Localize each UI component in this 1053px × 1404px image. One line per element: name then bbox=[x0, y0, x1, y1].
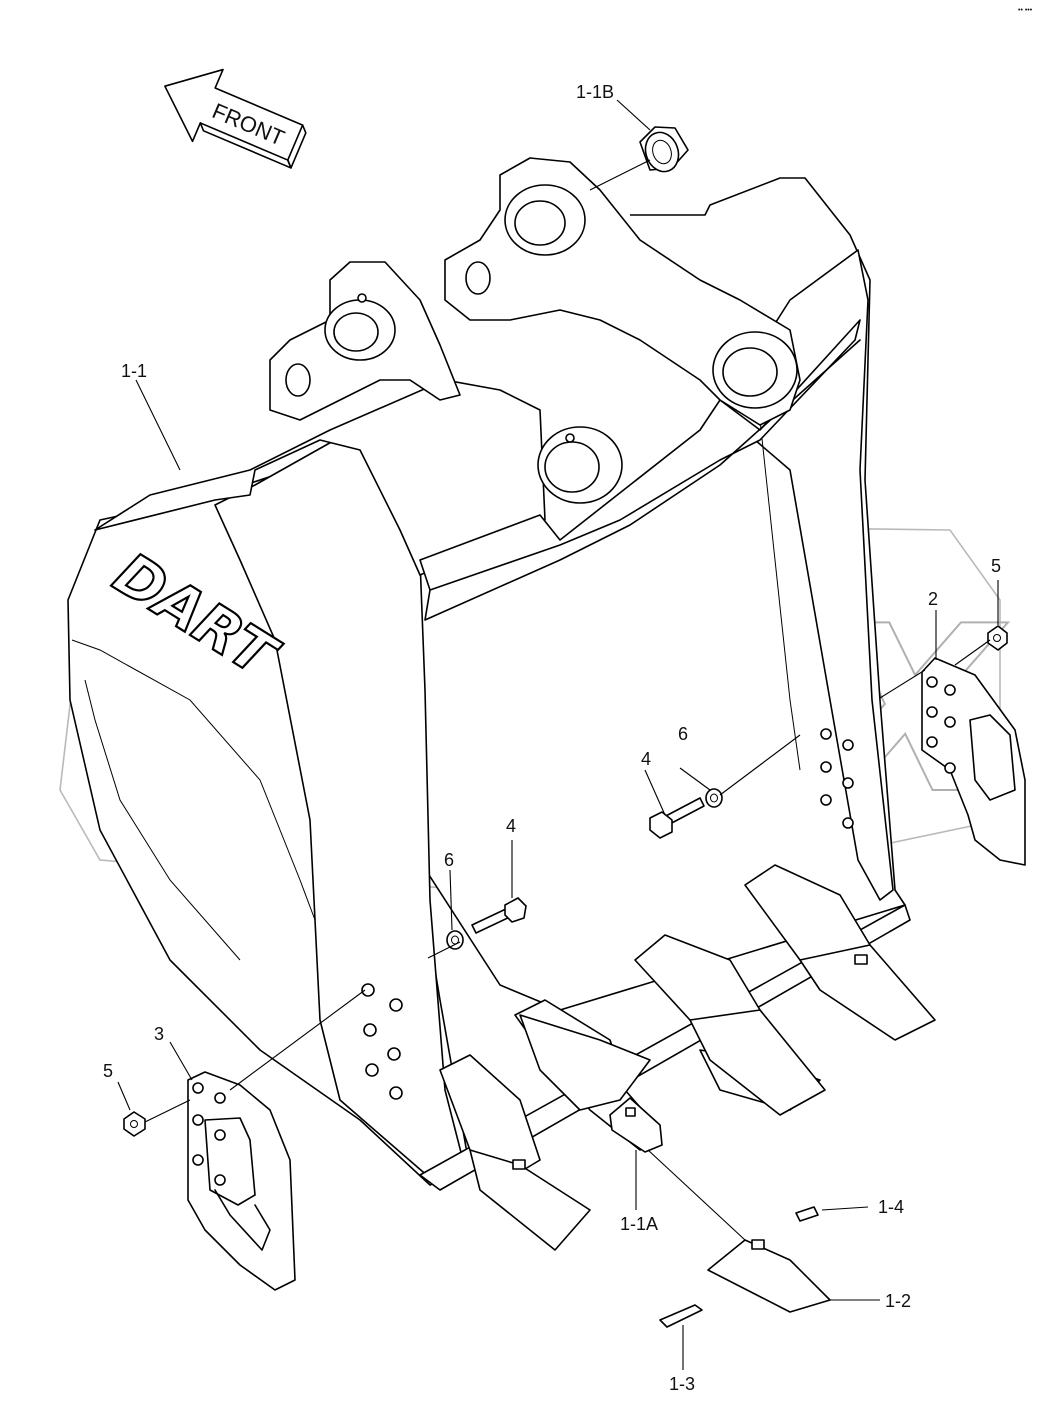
side-cutter-left bbox=[187, 1071, 296, 1291]
callout-1-2: 1-2 bbox=[885, 1291, 911, 1311]
callout-1-4: 1-4 bbox=[878, 1197, 904, 1217]
tooth-4 bbox=[634, 934, 826, 1116]
nut-left bbox=[123, 1111, 146, 1137]
bucket-body bbox=[67, 157, 911, 1191]
callout-6-left: 6 bbox=[444, 850, 454, 870]
bolt-holes bbox=[361, 728, 854, 1100]
bushing-1-1B bbox=[639, 126, 689, 173]
callout-1-3: 1-3 bbox=[669, 1374, 695, 1394]
tooth-5 bbox=[744, 864, 936, 1041]
washer-left bbox=[446, 930, 464, 950]
adapter-part bbox=[609, 1097, 663, 1153]
tooth-point-1-2 bbox=[707, 1239, 831, 1313]
washer-right bbox=[705, 788, 723, 808]
side-cutter-right bbox=[921, 657, 1026, 866]
callout-5-right: 5 bbox=[991, 556, 1001, 576]
callout-1-1B: 1-1B bbox=[576, 82, 614, 102]
lock-pin-1-3 bbox=[659, 1304, 703, 1328]
callout-2: 2 bbox=[928, 589, 938, 609]
callout-6-right: 6 bbox=[678, 724, 688, 744]
bolt-left bbox=[471, 897, 527, 934]
corner-mark: •• ••• bbox=[1018, 7, 1033, 14]
callout-labels: 1-1 1-1B 2 5 6 4 4 6 3 5 1-1A 1-4 1-2 1-… bbox=[103, 82, 1001, 1394]
retainer-pin-1-4 bbox=[795, 1206, 819, 1222]
callout-1-1A: 1-1A bbox=[620, 1214, 658, 1234]
callout-1-1: 1-1 bbox=[121, 361, 147, 381]
callout-3: 3 bbox=[154, 1024, 164, 1044]
callout-4-left: 4 bbox=[506, 816, 516, 836]
tooth-1 bbox=[439, 1054, 591, 1251]
callout-5-left: 5 bbox=[103, 1061, 113, 1081]
leader-lines bbox=[117, 99, 999, 1370]
bucket-teeth bbox=[439, 864, 936, 1251]
nut-right bbox=[987, 625, 1008, 651]
front-arrow: FRONT bbox=[164, 68, 307, 169]
bolt-right bbox=[649, 797, 705, 839]
callout-4-right: 4 bbox=[641, 749, 651, 769]
